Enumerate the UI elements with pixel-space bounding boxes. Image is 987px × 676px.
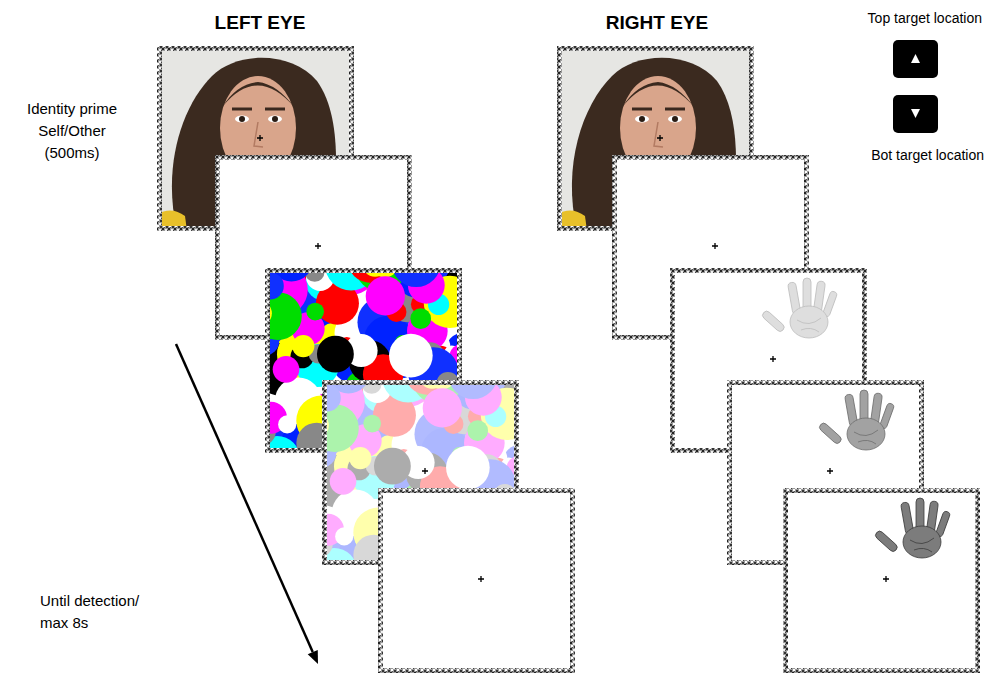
stimulus-frame [215,155,412,340]
frame-content [783,488,980,673]
hand-target [818,390,895,450]
mask-circle [278,415,296,433]
stimulus-frame [242,235,489,484]
fixation-cross [657,135,663,141]
pupil [672,116,678,122]
brow [232,108,252,111]
hand-part [903,526,941,558]
palm [848,419,884,449]
mask-circle [330,468,357,495]
fixation-cross [883,576,889,582]
palm [791,307,827,337]
stimulus-frames [157,46,980,673]
mask-circle [317,336,354,373]
hand-part [818,422,843,445]
blank-ground [378,488,575,673]
hand-part [761,310,786,333]
hair-front [223,82,295,108]
target-label: Bot target location [871,147,984,163]
mask-circle [467,420,488,441]
eye [268,116,282,123]
eye [635,116,649,123]
mask-circle [446,446,490,490]
up-triangle [911,54,920,63]
brow [665,108,685,111]
hand-target [874,498,951,558]
palm [904,527,940,557]
pupil [239,116,245,122]
mask-circle [423,388,462,427]
mask-circle [335,527,353,545]
frame-border [381,491,573,671]
eye-heading: LEFT EYE [215,12,306,34]
brow [632,108,652,111]
hair-front [623,82,695,108]
nose [654,122,663,147]
hand-part [847,418,885,450]
target-box [893,40,938,78]
blank-ground [783,488,980,673]
eye [235,116,249,123]
hand-part [790,306,828,338]
fixation-cross [315,243,321,249]
eye-heading: RIGHT EYE [606,12,708,34]
frame-content [215,155,412,340]
prime-label: Identity prime Self/Other (500ms) [12,98,132,163]
stimulus-frame [378,488,575,673]
arrow-shaft [176,344,313,652]
frame-border [786,491,978,671]
frame-content [378,488,575,673]
time-arrow [176,344,318,664]
pupil [639,116,645,122]
fixation-cross [478,576,484,582]
fixation-cross [712,243,718,249]
frame-content [265,268,462,453]
fixation-cross [827,468,833,474]
hand-part [874,530,899,553]
mask-circle [306,303,324,321]
nose [254,122,263,147]
blank-ground [215,155,412,340]
duration-label: Until detection/ max 8s [40,590,164,634]
target-label: Top target location [868,10,982,26]
brow [265,108,285,111]
mask-circle [292,335,314,357]
eye [668,116,682,123]
mask-circle [374,448,411,485]
mask-circle [410,308,431,329]
mask-circle [349,447,371,469]
arrow-head [308,650,318,664]
target-box [893,95,938,133]
palm-lines [797,318,821,332]
frame-border [218,158,410,338]
stimulus-frame [783,488,980,673]
palm-lines [854,430,878,444]
fixation-cross [422,468,428,474]
fixation-cross [770,356,776,362]
mask-circle [273,356,300,383]
target-location-icons [893,40,938,133]
mondrian-mask [265,268,462,453]
down-triangle [911,109,920,118]
mask-circle [366,276,405,315]
hand-target [761,278,838,338]
mask-circle [363,415,381,433]
palm-lines [910,538,934,552]
mask-circle [389,334,433,378]
pupil [272,116,278,122]
fixation-cross [257,135,263,141]
